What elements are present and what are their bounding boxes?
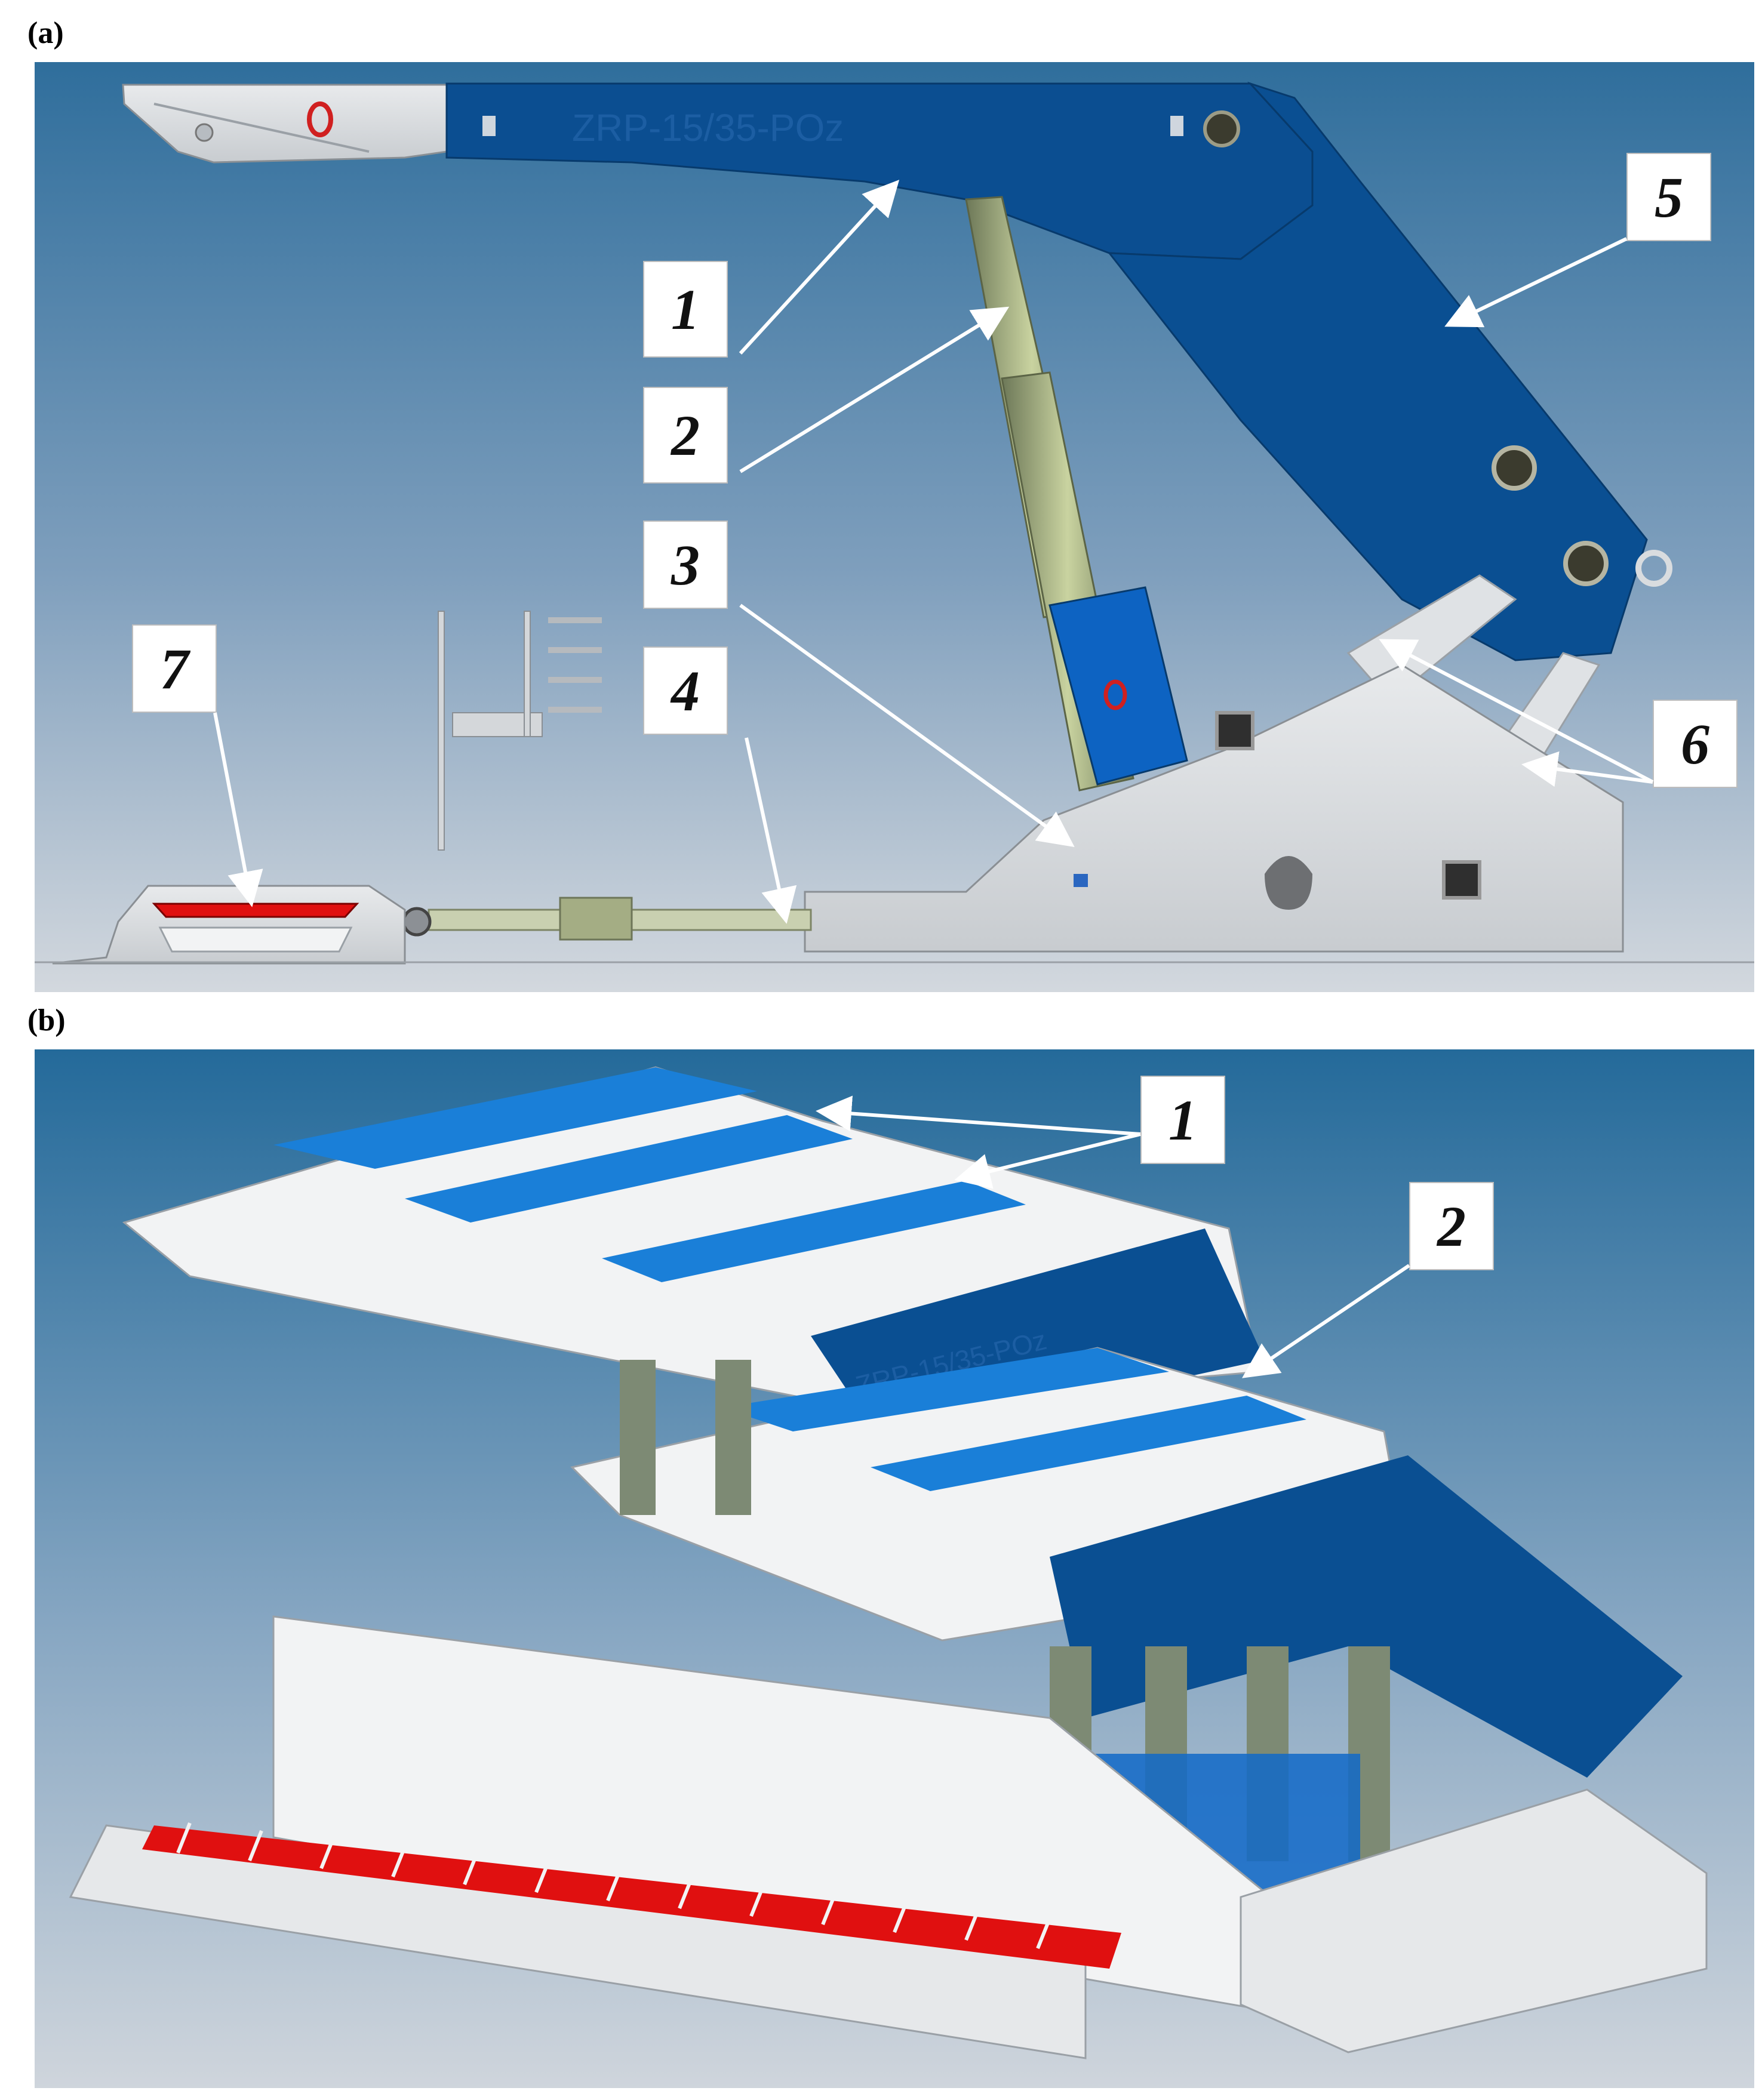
panel-a-label: (a) xyxy=(27,16,64,50)
bases xyxy=(1240,1788,1708,2053)
panel-b-render: ZRP-15/35-POz xyxy=(35,1049,1754,2088)
panel-a-render: ZRP-15/35-POz xyxy=(35,62,1754,992)
hydraulic-leg xyxy=(965,196,1188,792)
callout-a-2: 2 xyxy=(643,387,728,484)
callout-a-1: 1 xyxy=(643,261,728,358)
callout-a-6: 6 xyxy=(1653,700,1738,788)
callout-a-5: 5 xyxy=(1626,153,1711,241)
callout-a-4: 4 xyxy=(643,646,728,735)
callout-a-7: 7 xyxy=(132,624,217,713)
conveyor-profile xyxy=(52,885,406,965)
caving-shield xyxy=(1107,81,1672,661)
callout-b-2: 2 xyxy=(1409,1182,1494,1270)
chain-flights xyxy=(142,1822,1121,1969)
front-ladder xyxy=(438,611,602,851)
callout-a-3: 3 xyxy=(643,521,728,609)
callout-b-1: 1 xyxy=(1140,1076,1225,1164)
panel-b-label: (b) xyxy=(27,1003,66,1037)
canopy-row-lower xyxy=(570,1347,1683,1778)
canopy-tip xyxy=(122,84,448,164)
canopy-model-marking: ZRP-15/35-POz xyxy=(572,106,844,149)
